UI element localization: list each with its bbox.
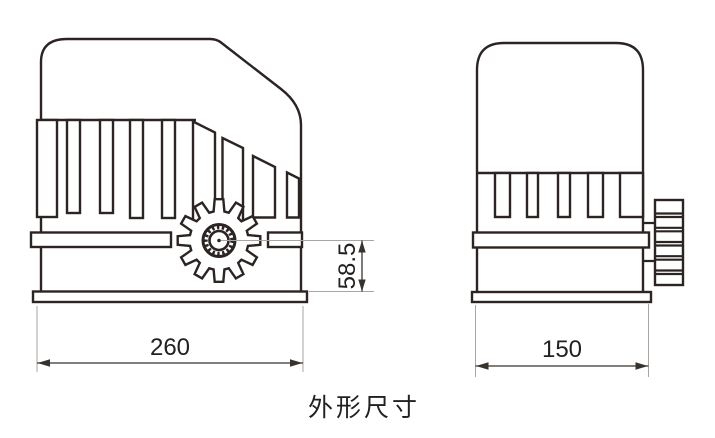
side-mounting-rail (471, 231, 651, 249)
pinion-teeth-lines (655, 212, 683, 276)
arrowhead-up (358, 240, 366, 253)
front-cooling-fins (35, 118, 301, 234)
arrowhead-right (635, 362, 648, 370)
side-base-plate (470, 290, 653, 304)
cooling-fin (493, 171, 512, 219)
extension-line (36, 306, 304, 372)
drawing-caption: 外形尺寸 (308, 394, 420, 422)
cooling-fin (128, 118, 145, 220)
arrowhead-right (290, 359, 303, 367)
arrowhead-down (358, 279, 366, 292)
dimension-label-58-5: 58.5 (334, 243, 361, 290)
mounting-rail-left (29, 231, 173, 249)
cooling-fin (556, 171, 572, 219)
dimension-pinion-center-height: 58.5 (309, 240, 374, 292)
dimension-side-width: 150 (475, 304, 649, 377)
dimension-label-150: 150 (542, 336, 582, 363)
arrowhead-left (37, 359, 50, 367)
dimension-label-260: 260 (150, 334, 190, 361)
side-housing-outline (475, 41, 645, 293)
cooling-fin (35, 118, 59, 219)
cooling-fin-slanted (251, 154, 277, 219)
side-cooling-fins (493, 171, 645, 219)
front-view (29, 37, 309, 304)
cooling-fin-slanted (285, 170, 301, 219)
pinion-gear-side (643, 198, 685, 287)
pinion-shaft-stubs (643, 221, 655, 263)
cooling-fin (618, 171, 645, 219)
cooling-fin (160, 118, 177, 220)
front-housing-outline (39, 37, 303, 292)
cooling-fin (525, 171, 540, 219)
arrowhead-left (476, 362, 489, 370)
front-base-plate (31, 290, 309, 304)
extension-line (475, 304, 649, 377)
mounting-rail-right (266, 231, 304, 249)
drive-gear (176, 198, 262, 283)
gear-center-dot (217, 238, 221, 243)
side-view (470, 41, 685, 304)
dimension-front-width: 260 (36, 306, 304, 372)
cooling-fin (98, 118, 115, 215)
cooling-fin (586, 171, 605, 219)
cooling-fin (65, 118, 82, 215)
